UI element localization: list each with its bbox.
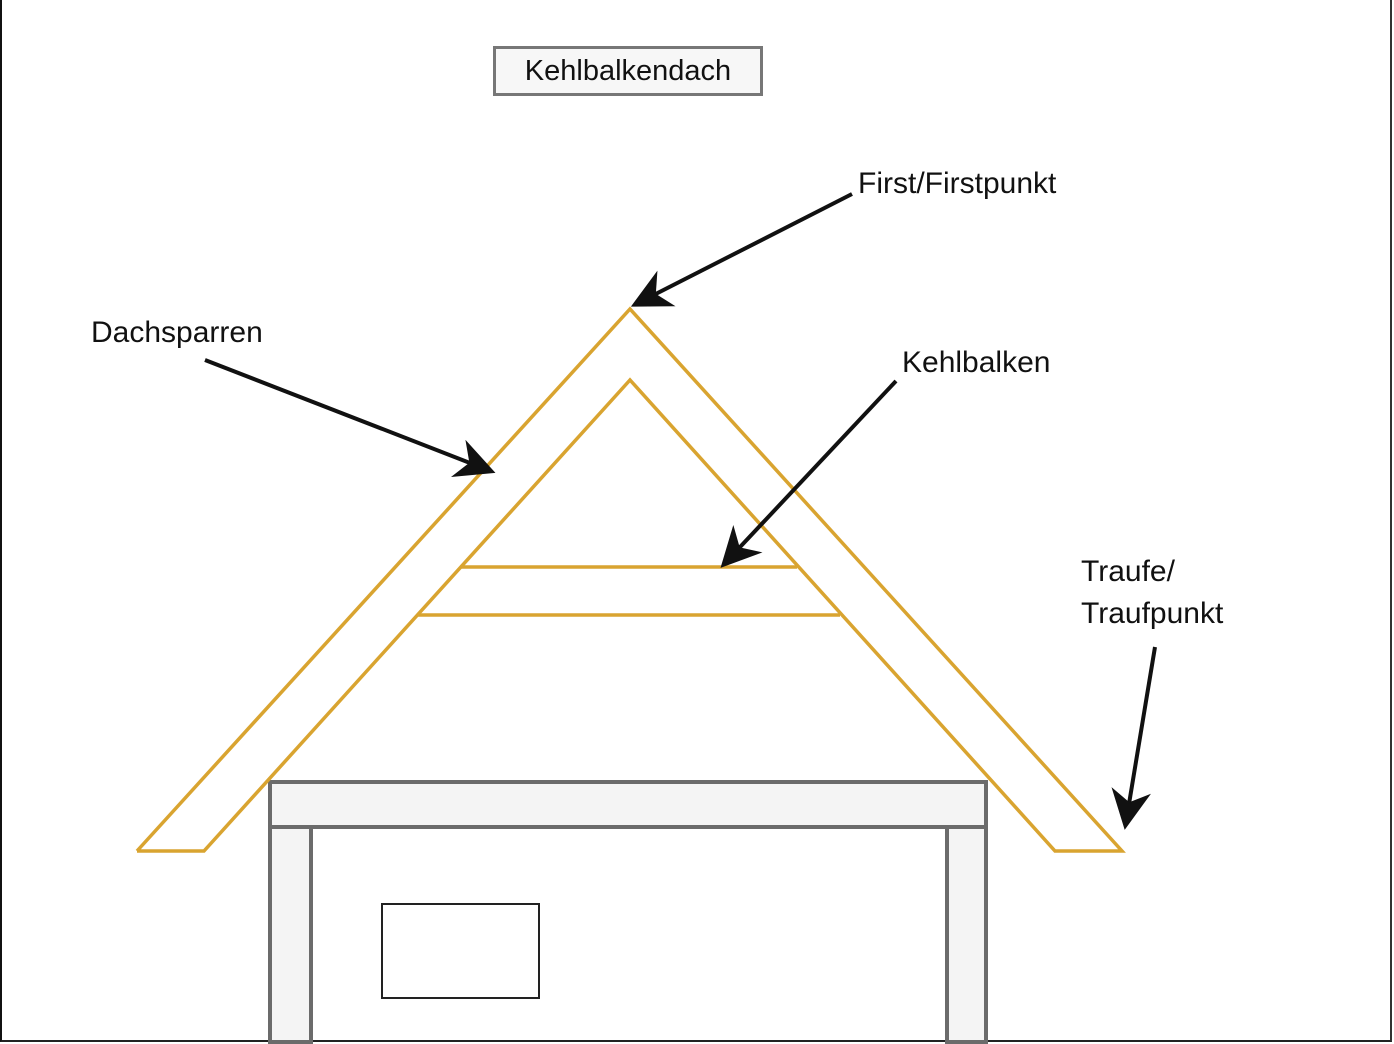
- arrow-kehlbalken: [720, 379, 898, 568]
- window: [381, 903, 540, 999]
- arrow-dachsparren: [204, 358, 496, 478]
- arrow-traufe: [1111, 646, 1157, 830]
- left-wall: [268, 824, 313, 1044]
- label-traufe-line1: Traufe/: [1081, 555, 1175, 588]
- arrow-first: [630, 192, 853, 307]
- ceiling-beam: [268, 780, 988, 829]
- rafter-outline: [135, 306, 1126, 853]
- label-kehlbalken: Kehlbalken: [902, 346, 1051, 379]
- house-structure: [268, 780, 988, 1044]
- diagram-title: Kehlbalkendach: [493, 46, 763, 96]
- label-dachsparren: Dachsparren: [91, 316, 263, 349]
- right-wall: [945, 824, 988, 1044]
- label-first: First/Firstpunkt: [858, 167, 1057, 200]
- label-traufe-line2: Traufpunkt: [1081, 597, 1224, 630]
